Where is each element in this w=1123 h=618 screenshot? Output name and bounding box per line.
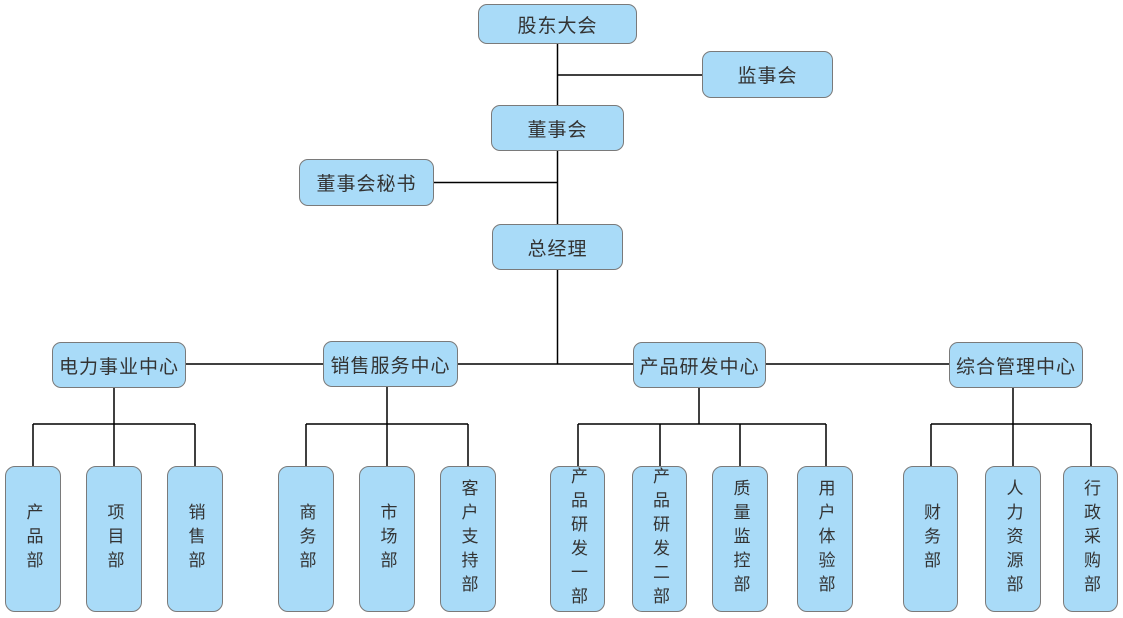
dept-label: 产品研发一部 (568, 467, 587, 611)
org-node-supervisory-board[interactable]: 监事会 (702, 51, 833, 98)
org-node-dept-rd-1[interactable]: 产品研发一部 (550, 466, 605, 612)
dept-label: 销售部 (185, 503, 205, 575)
dept-label: 商务部 (296, 503, 316, 575)
org-node-dept-sales[interactable]: 销售部 (167, 466, 223, 612)
org-node-dept-customer-support[interactable]: 客户支持部 (440, 466, 496, 612)
dept-label: 人力资源部 (1003, 479, 1023, 599)
org-node-board-secretary[interactable]: 董事会秘书 (299, 159, 434, 206)
org-node-board-of-directors[interactable]: 董事会 (491, 105, 624, 151)
org-node-shareholders-meeting[interactable]: 股东大会 (478, 4, 637, 44)
org-node-dept-project[interactable]: 项目部 (86, 466, 142, 612)
org-node-general-manager[interactable]: 总经理 (492, 224, 623, 270)
dept-label: 项目部 (104, 503, 124, 575)
dept-label: 行政采购部 (1081, 479, 1100, 599)
org-node-dept-admin-procurement[interactable]: 行政采购部 (1063, 466, 1118, 612)
org-node-dept-market[interactable]: 市场部 (359, 466, 415, 612)
org-node-dept-product[interactable]: 产品部 (5, 466, 61, 612)
dept-label: 客户支持部 (458, 479, 478, 599)
org-node-center-power-business[interactable]: 电力事业中心 (52, 342, 186, 388)
dept-label: 市场部 (377, 503, 397, 575)
org-node-dept-user-experience[interactable]: 用户体验部 (797, 466, 853, 612)
dept-label: 产品部 (23, 503, 43, 575)
dept-label: 财务部 (921, 503, 940, 575)
org-node-center-sales-service[interactable]: 销售服务中心 (323, 341, 458, 387)
dept-label: 用户体验部 (815, 479, 835, 599)
org-node-center-general-management[interactable]: 综合管理中心 (949, 342, 1083, 388)
org-node-dept-business[interactable]: 商务部 (278, 466, 334, 612)
dept-label: 质量监控部 (730, 479, 750, 599)
dept-label: 产品研发二部 (650, 467, 669, 611)
org-node-center-product-rd[interactable]: 产品研发中心 (633, 342, 766, 388)
org-node-dept-human-resources[interactable]: 人力资源部 (985, 466, 1041, 612)
org-node-dept-rd-2[interactable]: 产品研发二部 (632, 466, 687, 612)
org-node-dept-quality-monitoring[interactable]: 质量监控部 (712, 466, 768, 612)
org-node-dept-finance[interactable]: 财务部 (903, 466, 958, 612)
